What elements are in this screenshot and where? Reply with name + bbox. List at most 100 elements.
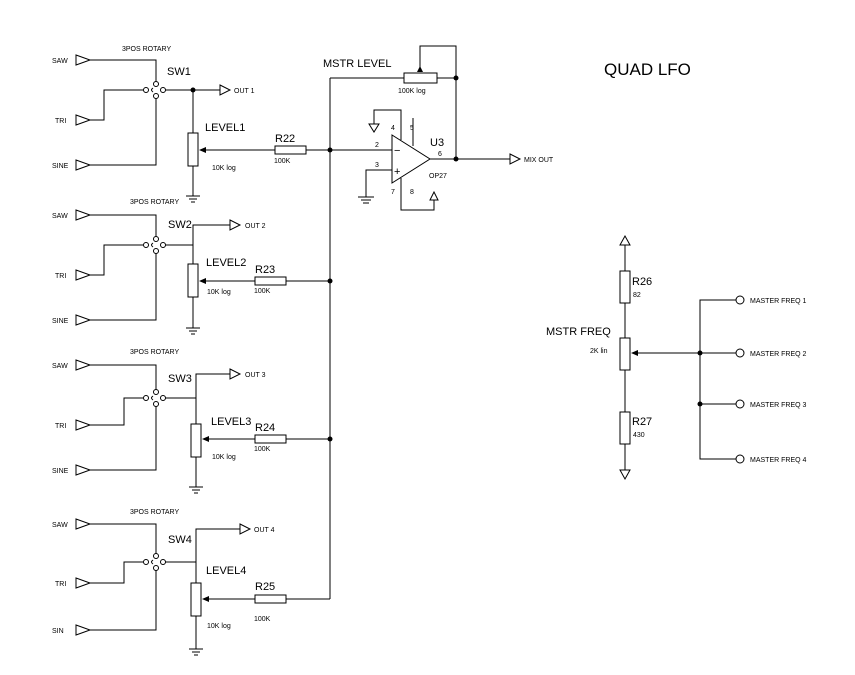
resistor (274, 145, 307, 155)
resistor (254, 594, 287, 604)
input-tri-label: TRI (55, 273, 66, 280)
switch-contact (143, 559, 149, 565)
opamp-minus: − (394, 145, 400, 157)
opamp-pin: 2 (375, 142, 379, 149)
switch-contact (153, 93, 159, 99)
switch-contact (153, 565, 159, 571)
master-freq-output-label: MASTER FREQ 1 (750, 298, 807, 305)
opamp-pin: 7 (391, 189, 395, 196)
master-freq-pot (619, 337, 631, 371)
switch-contact (143, 395, 149, 401)
switch-label: SW2 (168, 219, 192, 231)
switch-contact (153, 401, 159, 407)
mix-out-label: MIX OUT (524, 157, 554, 164)
opamp-pin: 5 (410, 125, 414, 132)
switch-label: SW4 (168, 534, 192, 546)
switch-common (160, 395, 166, 401)
level-pot (187, 263, 199, 298)
input-saw-label: SAW (52, 213, 68, 220)
switch-type-label: 3POS ROTARY (130, 509, 179, 516)
level-value: 10K log (207, 289, 231, 296)
master-level-pot (403, 72, 438, 84)
resistor-value: 100K (274, 158, 291, 165)
resistor-value: 100K (254, 446, 271, 453)
master-freq-terminal (735, 295, 745, 305)
master-freq-output-label: MASTER FREQ 2 (750, 351, 807, 358)
switch-contact (143, 87, 149, 93)
master-freq-terminal (735, 348, 745, 358)
input-saw-label: SAW (52, 363, 68, 370)
input-sin-label: SIN (52, 628, 64, 635)
resistor-label: R24 (255, 422, 275, 434)
switch-type-label: 3POS ROTARY (130, 199, 179, 206)
input-sine-label: SINE (52, 318, 69, 325)
switch-label: SW1 (167, 66, 191, 78)
level-value: 10K log (212, 454, 236, 461)
mixer-section: MSTR LEVEL 100K log U3 OP27 − + 2 3 4 5 … (323, 45, 554, 211)
input-tri-label: TRI (55, 118, 66, 125)
input-saw-label: SAW (52, 522, 68, 529)
input-sine-label: SINE (52, 468, 69, 475)
switch-common (160, 87, 166, 93)
resistor-r26 (619, 270, 631, 304)
output-label: OUT 3 (245, 372, 266, 379)
level-label: LEVEL3 (211, 416, 251, 428)
input-tri-label: TRI (55, 423, 66, 430)
master-freq-terminal (735, 399, 745, 409)
switch-contact (153, 389, 159, 395)
switch-contact (143, 242, 149, 248)
switch-contact (153, 553, 159, 559)
output-label: OUT 4 (254, 527, 275, 534)
master-level-value: 100K log (398, 88, 426, 95)
switch-contact (153, 81, 159, 87)
level-pot (190, 423, 202, 458)
level-pot (187, 132, 199, 167)
switch-contact (153, 236, 159, 242)
switch-label: SW3 (168, 373, 192, 385)
resistor-label: R26 (632, 276, 652, 288)
opamp-pin: 4 (391, 125, 395, 132)
resistor-r27 (619, 411, 631, 445)
switch-common (160, 559, 166, 565)
master-freq-output-label: MASTER FREQ 3 (750, 402, 807, 409)
resistor-label: R22 (275, 133, 295, 145)
channel-2: 3POS ROTARY SAW TRI SINE SW2 OUT 2 LEVEL… (52, 199, 333, 335)
opamp-plus: + (394, 166, 400, 178)
master-freq-label: MSTR FREQ (546, 326, 611, 338)
resistor-value: 430 (633, 432, 645, 439)
channel-1: 3POS ROTARY SAW TRI SINE SW1 OUT 1 LEVEL… (52, 46, 392, 203)
output-label: OUT 1 (234, 88, 255, 95)
switch-contact (153, 248, 159, 254)
master-freq-section: R26 82 MSTR FREQ 2K lin R27 430 MASTER F… (546, 234, 807, 481)
opamp-pin: 8 (410, 189, 414, 196)
master-freq-value: 2K lin (590, 348, 608, 355)
opamp-part: OP27 (429, 173, 447, 180)
resistor (254, 276, 287, 286)
opamp-u3 (391, 134, 431, 184)
switch-type-label: 3POS ROTARY (122, 46, 171, 53)
channel-4: 3POS ROTARY SAW TRI SIN SW4 OUT 4 LEVEL4… (52, 509, 330, 656)
opamp-ref: U3 (430, 137, 444, 149)
opamp-pin: 3 (375, 162, 379, 169)
channel-3: 3POS ROTARY SAW TRI SINE SW3 OUT 3 LEVEL… (52, 349, 333, 494)
level-value: 10K log (207, 623, 231, 630)
opamp-pin: 6 (438, 151, 442, 158)
schematic-title: QUAD LFO (604, 60, 691, 79)
level-pot (190, 582, 202, 617)
master-freq-terminal (735, 454, 745, 464)
resistor-value: 100K (254, 288, 271, 295)
input-sine-label: SINE (52, 163, 69, 170)
output-label: OUT 2 (245, 223, 266, 230)
input-saw-label: SAW (52, 58, 68, 65)
level-value: 10K log (212, 165, 236, 172)
input-tri-label: TRI (55, 581, 66, 588)
level-label: LEVEL2 (206, 257, 246, 269)
switch-type-label: 3POS ROTARY (130, 349, 179, 356)
resistor (254, 434, 287, 444)
resistor-label: R27 (632, 416, 652, 428)
master-freq-output-label: MASTER FREQ 4 (750, 457, 807, 464)
resistor-value: 82 (633, 292, 641, 299)
resistor-value: 100K (254, 616, 271, 623)
resistor-label: R23 (255, 264, 275, 276)
